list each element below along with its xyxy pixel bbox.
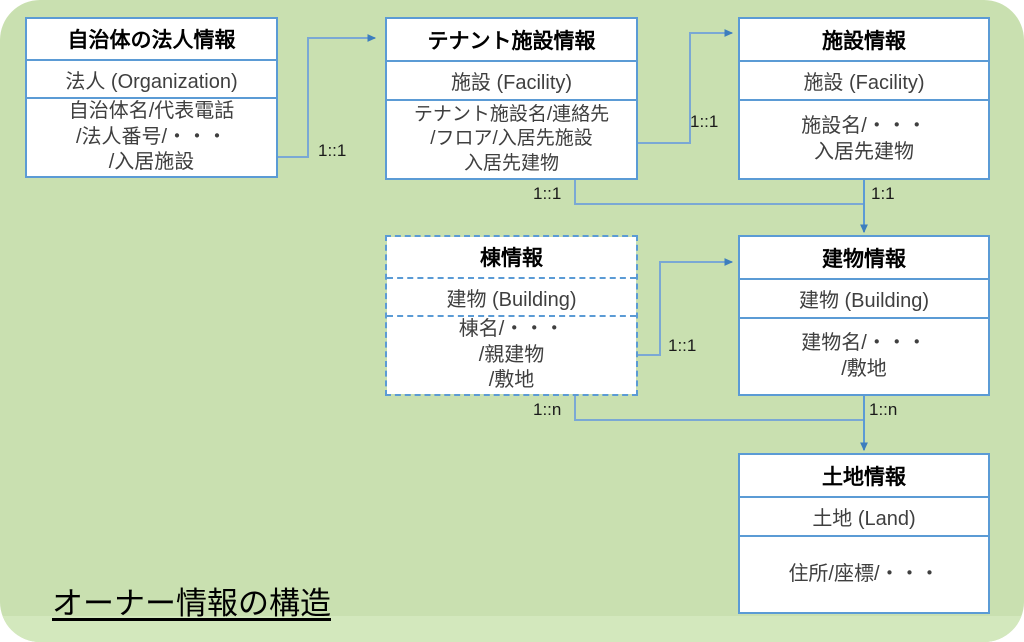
entity-title: 棟情報 xyxy=(387,237,636,278)
entity-type: 建物 (Building) xyxy=(740,278,988,317)
entity-title: 建物情報 xyxy=(740,237,988,278)
entity-tenant-facility[interactable]: テナント施設情報 施設 (Facility) テナント施設名/連絡先 /フロア/… xyxy=(385,17,638,180)
entity-attributes: 自治体名/代表電話 /法人番号/・・・ /入居施設 xyxy=(27,97,276,176)
entity-attributes: テナント施設名/連絡先 /フロア/入居先施設 入居先建物 xyxy=(387,99,636,178)
cardinality-facility-to-building: 1:1 xyxy=(871,184,895,203)
entity-building[interactable]: 建物情報 建物 (Building) 建物名/・・・ /敷地 xyxy=(738,235,990,396)
connector-tenant-to-building xyxy=(574,180,864,205)
entity-attributes: 住所/座標/・・・ xyxy=(740,535,988,612)
entity-title: テナント施設情報 xyxy=(387,19,636,60)
entity-land[interactable]: 土地情報 土地 (Land) 住所/座標/・・・ xyxy=(738,453,990,614)
entity-wing[interactable]: 棟情報 建物 (Building) 棟名/・・・ /親建物 /敷地 xyxy=(385,235,638,396)
entity-attributes: 施設名/・・・ 入居先建物 xyxy=(740,99,988,178)
cardinality-wing-to-land: 1::n xyxy=(533,400,562,419)
entity-municipal-org[interactable]: 自治体の法人情報 法人 (Organization) 自治体名/代表電話 /法人… xyxy=(25,17,278,178)
entity-type: 施設 (Facility) xyxy=(387,60,636,99)
connector-org-to-tenant xyxy=(278,34,377,158)
entity-type: 法人 (Organization) xyxy=(27,59,276,98)
entity-facility[interactable]: 施設情報 施設 (Facility) 施設名/・・・ 入居先建物 xyxy=(738,17,990,180)
entity-type: 施設 (Facility) xyxy=(740,60,988,99)
cardinality-org-to-tenant: 1::1 xyxy=(318,141,347,160)
entity-attributes: 棟名/・・・ /親建物 /敷地 xyxy=(387,315,636,394)
entity-title: 自治体の法人情報 xyxy=(27,19,276,60)
diagram-caption: オーナー情報の構造 xyxy=(52,586,331,621)
entity-type: 建物 (Building) xyxy=(387,277,636,316)
connector-wing-to-land xyxy=(574,396,864,421)
cardinality-wing-to-building: 1::1 xyxy=(668,336,697,355)
entity-title: 土地情報 xyxy=(740,455,988,496)
cardinality-tenant-to-facility: 1::1 xyxy=(690,112,719,131)
cardinality-tenant-to-building: 1::1 xyxy=(533,184,562,203)
entity-type: 土地 (Land) xyxy=(740,496,988,535)
entity-attributes: 建物名/・・・ /敷地 xyxy=(740,317,988,394)
connector-tenant-to-facility xyxy=(638,29,734,144)
entity-title: 施設情報 xyxy=(740,19,988,60)
cardinality-building-to-land: 1::n xyxy=(869,400,898,419)
